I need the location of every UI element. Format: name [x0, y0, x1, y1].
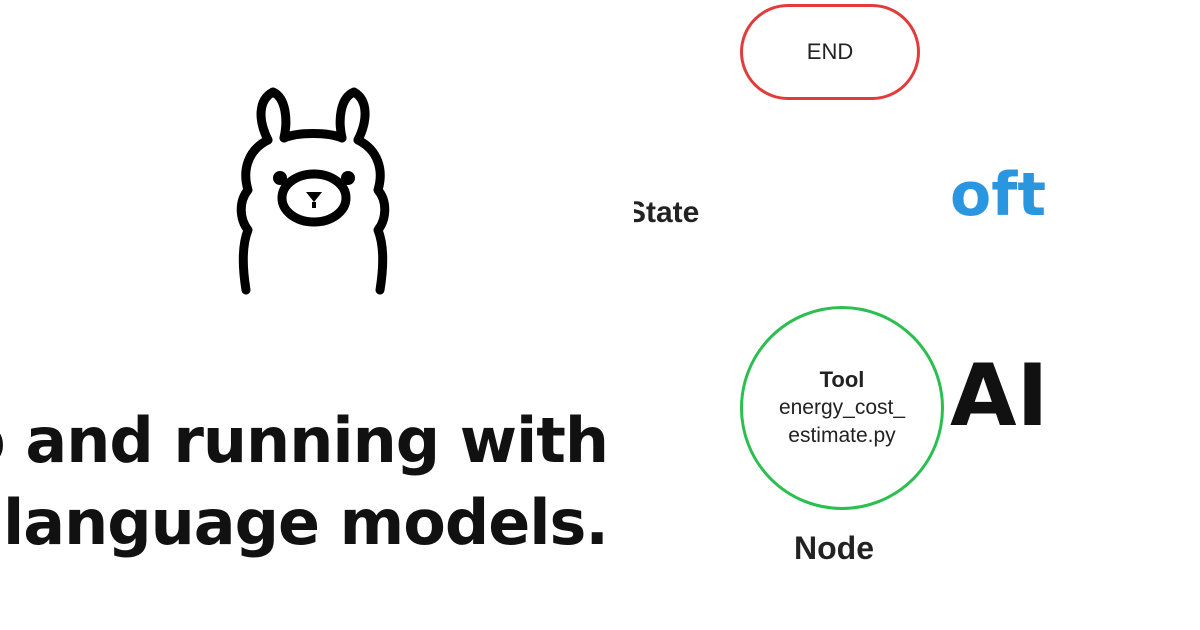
tagline-line-1: up and running with [0, 404, 609, 477]
llama-logo-icon [236, 87, 390, 295]
node-label: Node [794, 530, 874, 566]
tool-node-file-line-1: energy_cost_ [778, 396, 906, 419]
tool-node-title: Tool [819, 367, 865, 392]
left-panel: up and running with language models. [0, 87, 609, 564]
right-panel [634, 0, 1200, 630]
ai-text: AI [950, 348, 1046, 444]
brand-partial-text: oft [950, 160, 1046, 230]
state-label: State [634, 196, 734, 230]
tagline: up and running with language models. [0, 400, 609, 564]
tool-node-file-line-2: estimate.py [788, 424, 896, 447]
state-label-text: State [634, 196, 700, 229]
tagline-line-2: language models. [3, 486, 609, 559]
end-node: END [740, 4, 920, 100]
tool-node: Tool energy_cost_ estimate.py [740, 306, 944, 510]
end-node-label: END [806, 39, 854, 64]
